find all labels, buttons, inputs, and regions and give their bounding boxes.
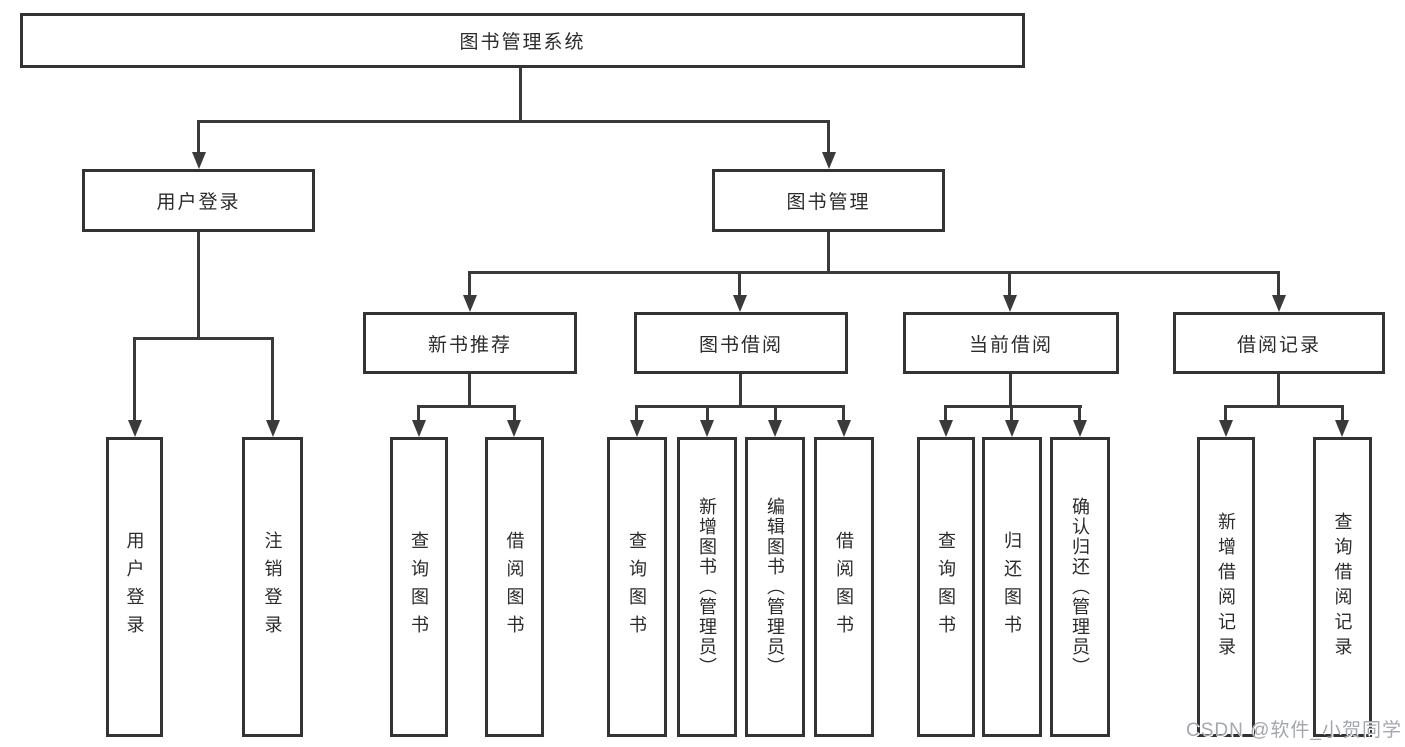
arrowhead [412, 420, 426, 437]
arrowhead [630, 420, 644, 437]
leaf-label: 注销登录 [262, 531, 283, 643]
node-label: 当前借阅 [968, 334, 1053, 356]
arrowhead [822, 152, 836, 169]
connector-line [1078, 405, 1081, 423]
connector-line [1010, 405, 1013, 423]
leaf-label: 查询借阅记录 [1332, 512, 1353, 662]
leaf-borrow-books-recommend: 借阅图书 [485, 437, 544, 737]
leaf-label: 查询图书 [627, 531, 647, 643]
connector-line [827, 120, 830, 156]
watermark: CSDN @软件_小贺同学 [1186, 720, 1402, 741]
connector-line [827, 232, 830, 274]
arrowhead [1003, 295, 1017, 312]
node-label: 用户登录 [156, 192, 241, 213]
connector-line [944, 405, 1082, 408]
connector-line [774, 405, 777, 423]
node-label: 图书管理 [786, 192, 871, 213]
leaf-label: 借阅图书 [834, 531, 854, 643]
connector-line [468, 271, 1280, 274]
arrowhead [1335, 420, 1349, 437]
connector-line [468, 374, 471, 408]
leaf-label: 查询图书 [936, 531, 956, 643]
node-label: 图书管理系统 [459, 32, 586, 53]
leaf-query-books-recommend: 查询图书 [390, 437, 448, 737]
connector-line [197, 120, 200, 156]
connector-line [1224, 405, 1344, 408]
connector-line [944, 405, 947, 423]
arrowhead [768, 420, 782, 437]
connector-line [417, 405, 420, 423]
connector-line [706, 405, 709, 423]
node-label: 图书借阅 [698, 334, 783, 356]
node-new-book-recommend: 新书推荐 [363, 312, 577, 374]
arrowhead [1073, 420, 1087, 437]
arrowhead [266, 420, 280, 437]
connector-line [842, 405, 845, 423]
leaf-label: 新增借阅记录 [1216, 512, 1236, 662]
leaf-label: 编辑图书（管理员） [765, 497, 785, 677]
leaf-return-books: 归还图书 [982, 437, 1042, 737]
leaf-logout: 注销登录 [242, 437, 303, 737]
leaf-confirm-return-admin: 确认归还（管理员） [1050, 437, 1110, 737]
leaf-query-books-borrow: 查询图书 [607, 437, 667, 737]
connector-line [635, 405, 638, 423]
connector-line [739, 374, 742, 408]
leaf-user-login: 用户登录 [106, 437, 163, 737]
connector-line [635, 405, 845, 408]
arrowhead [733, 295, 747, 312]
arrowhead [939, 420, 953, 437]
leaf-query-books-current: 查询图书 [917, 437, 975, 737]
leaf-edit-books-admin: 编辑图书（管理员） [745, 437, 805, 737]
connector-line [1277, 374, 1280, 408]
connector-line [1008, 271, 1011, 297]
connector-line [738, 271, 741, 297]
arrowhead [1005, 420, 1019, 437]
node-current-borrowing: 当前借阅 [903, 312, 1119, 374]
connector-line [513, 405, 516, 423]
node-borrowing-records: 借阅记录 [1173, 312, 1385, 374]
leaf-label: 新增图书（管理员） [697, 497, 717, 677]
arrowhead [463, 295, 477, 312]
node-book-borrowing: 图书借阅 [634, 312, 848, 374]
connector-line [1277, 271, 1280, 297]
arrowhead [128, 420, 142, 437]
node-label: 新书推荐 [427, 334, 512, 356]
arrowhead [1272, 295, 1286, 312]
arrowhead [192, 152, 206, 169]
leaf-borrow-books: 借阅图书 [814, 437, 874, 737]
leaf-add-borrow-record: 新增借阅记录 [1197, 437, 1255, 737]
connector-line [417, 405, 516, 408]
leaf-label: 确认归还（管理员） [1070, 497, 1090, 677]
connector-line [468, 271, 471, 297]
node-label: 借阅记录 [1236, 334, 1321, 356]
connector-line [1224, 405, 1227, 423]
leaf-label: 用户登录 [124, 531, 145, 643]
arrowhead [507, 420, 521, 437]
leaf-add-books-admin: 新增图书（管理员） [677, 437, 737, 737]
arrowhead [837, 420, 851, 437]
connector-line [197, 232, 200, 340]
arrowhead [1219, 420, 1233, 437]
connector-line [519, 68, 522, 123]
node-user-login: 用户登录 [82, 169, 315, 232]
leaf-label: 归还图书 [1002, 531, 1022, 643]
node-library-system: 图书管理系统 [20, 13, 1025, 68]
arrowhead [700, 420, 714, 437]
node-book-management: 图书管理 [712, 169, 945, 232]
connector-line [1009, 374, 1012, 408]
connector-line [197, 120, 830, 123]
leaf-label: 查询图书 [409, 531, 429, 643]
connector-line [1341, 405, 1344, 423]
leaf-query-borrow-record: 查询借阅记录 [1313, 437, 1372, 737]
connector-line [133, 337, 274, 340]
connector-line [133, 337, 136, 422]
leaf-label: 借阅图书 [504, 531, 525, 643]
connector-line [271, 337, 274, 422]
